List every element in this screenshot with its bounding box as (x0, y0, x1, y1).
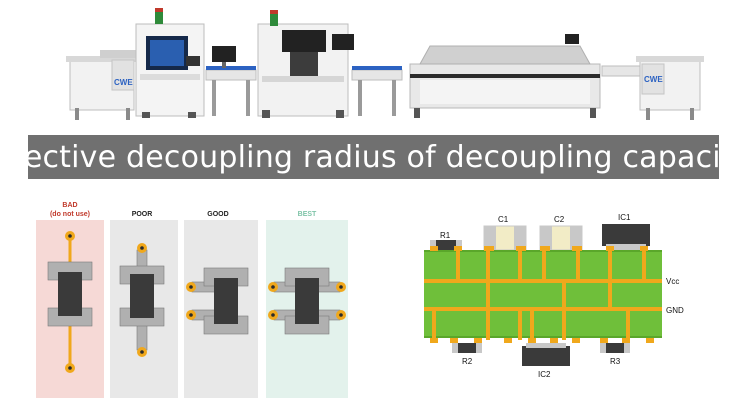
panel-good-label: GOOD (207, 211, 228, 218)
ic1-component (602, 224, 650, 246)
panel-poor: POOR (110, 211, 178, 398)
label-c2: C2 (554, 215, 565, 224)
gnd-trace (424, 307, 662, 311)
loader-logo: CWE (114, 78, 133, 87)
title-banner: Effective decoupling radius of decouplin… (0, 135, 740, 179)
pcb-cross-section: R1 C1 C2 IC1 Vcc GND R2 IC2 R3 (424, 213, 684, 379)
r2-component (456, 343, 478, 353)
panel-poor-label: POOR (132, 211, 153, 218)
label-r1: R1 (440, 231, 451, 240)
label-r3: R3 (610, 357, 621, 366)
ic2-component (522, 346, 570, 366)
panel-best: BEST (266, 211, 348, 398)
conveyor-2 (351, 66, 403, 116)
unloader-logo: CWE (644, 75, 663, 84)
decoupling-layout-comparison: BAD (do not use) POOR (36, 202, 348, 398)
conveyor-1 (205, 46, 257, 116)
label-c1: C1 (498, 215, 509, 224)
reflow-oven (409, 34, 601, 118)
pick-and-place-machine (257, 10, 354, 118)
label-r2: R2 (462, 357, 473, 366)
panel-bad-label: BAD (62, 202, 77, 209)
panel-bad-sublabel: (do not use) (50, 211, 90, 218)
smt-production-line: CWE (66, 8, 704, 120)
label-gnd: GND (666, 306, 684, 315)
panel-good: GOOD (184, 211, 258, 398)
r1-component (434, 240, 458, 250)
pcb-loader-machine: CWE (66, 50, 138, 120)
label-ic1: IC1 (618, 213, 631, 222)
panel-best-label: BEST (298, 211, 317, 218)
r3-component (604, 343, 626, 353)
banner-title: Effective decoupling radius of decouplin… (0, 139, 740, 175)
panel-bad: BAD (do not use) (36, 202, 104, 398)
solder-paste-printer (135, 8, 205, 118)
label-ic2: IC2 (538, 370, 551, 379)
pcb-unloader-machine: CWE (601, 56, 704, 120)
label-vcc: Vcc (666, 277, 679, 286)
